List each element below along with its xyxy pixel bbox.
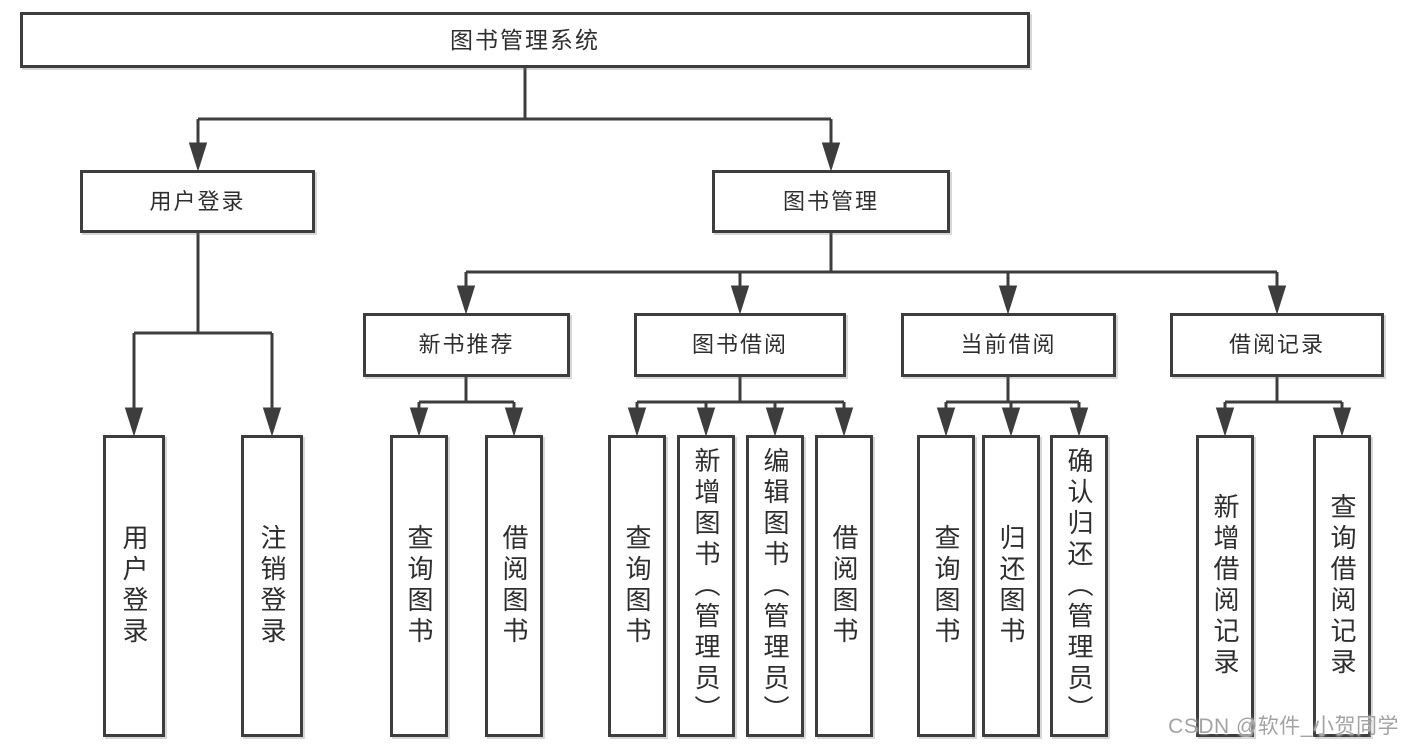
connector-book-management [464, 233, 1279, 289]
node-leaf-query-books-recommend: 查询图书 [390, 435, 448, 737]
arrow-down-icon [188, 142, 208, 172]
node-current-borrowing: 当前借阅 [901, 313, 1116, 377]
arrow-down-icon [409, 407, 429, 437]
arrow-down-icon [765, 407, 785, 437]
arrow-down-icon [834, 407, 854, 437]
arrow-down-icon [1001, 407, 1021, 437]
connector-root [196, 68, 833, 146]
node-root: 图书管理系统 [20, 12, 1030, 68]
arrow-down-icon [627, 407, 647, 437]
arrow-down-icon [696, 407, 716, 437]
arrow-down-icon [1069, 407, 1089, 437]
node-book-management: 图书管理 [712, 170, 950, 233]
node-leaf-borrow-books-borrowing: 借阅图书 [815, 435, 873, 737]
connector-current-borrowing [944, 377, 1081, 411]
connector-book-borrowing [635, 377, 846, 411]
arrow-down-icon [821, 142, 841, 172]
node-borrowing-records: 借阅记录 [1170, 313, 1384, 377]
node-user-login: 用户登录 [80, 170, 315, 233]
node-leaf-query-books-borrowing: 查询图书 [608, 435, 666, 737]
node-leaf-logout: 注销登录 [241, 435, 303, 737]
connector-user-login [132, 233, 274, 411]
node-leaf-query-books-current: 查询图书 [917, 435, 975, 737]
node-leaf-confirm-return-admin: 确认归还（管理员） [1050, 435, 1108, 737]
node-leaf-borrow-books-recommend: 借阅图书 [485, 435, 543, 737]
arrow-down-icon [936, 407, 956, 437]
node-leaf-user-login: 用户登录 [103, 435, 165, 737]
arrow-down-icon [998, 285, 1018, 315]
arrow-down-icon [730, 285, 750, 315]
connector-new-book-recommend [417, 377, 516, 411]
arrow-down-icon [1332, 407, 1352, 437]
watermark: CSDN @软件_小贺同学 [1168, 715, 1399, 738]
arrow-down-icon [262, 407, 282, 437]
arrow-down-icon [124, 407, 144, 437]
node-leaf-add-borrow-record: 新增借阅记录 [1196, 435, 1254, 737]
node-leaf-query-borrow-record: 查询借阅记录 [1313, 435, 1371, 737]
arrow-down-icon [504, 407, 524, 437]
node-leaf-edit-books-admin: 编辑图书（管理员） [746, 435, 804, 737]
node-new-book-recommend: 新书推荐 [363, 313, 570, 377]
node-book-borrowing: 图书借阅 [634, 313, 846, 377]
node-leaf-add-books-admin: 新增图书（管理员） [677, 435, 735, 737]
node-leaf-return-books: 归还图书 [982, 435, 1040, 737]
arrow-down-icon [456, 285, 476, 315]
arrow-down-icon [1215, 407, 1235, 437]
arrow-down-icon [1267, 285, 1287, 315]
connector-borrowing-records [1223, 377, 1344, 411]
